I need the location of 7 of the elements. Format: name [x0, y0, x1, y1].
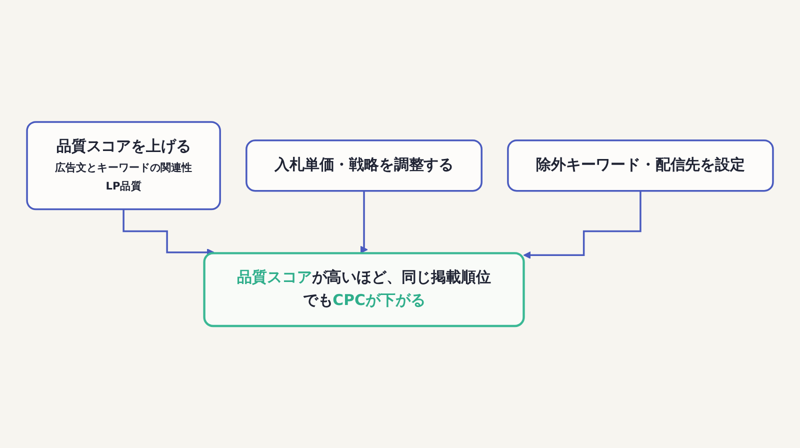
arrow: [122, 208, 214, 256]
arrow: [523, 190, 642, 260]
node-box: 入札単価・戦略を調整する: [246, 140, 482, 192]
node-box: 品質スコアが高いほど、同じ掲載順位でもCPCが下がる: [203, 252, 525, 328]
node-box: 品質スコアを上げる 広告文とキーワードの関連性 LP品質: [26, 121, 221, 210]
arrow: [360, 190, 368, 254]
node-box: 除外キーワード・配信先を設定: [507, 140, 774, 192]
